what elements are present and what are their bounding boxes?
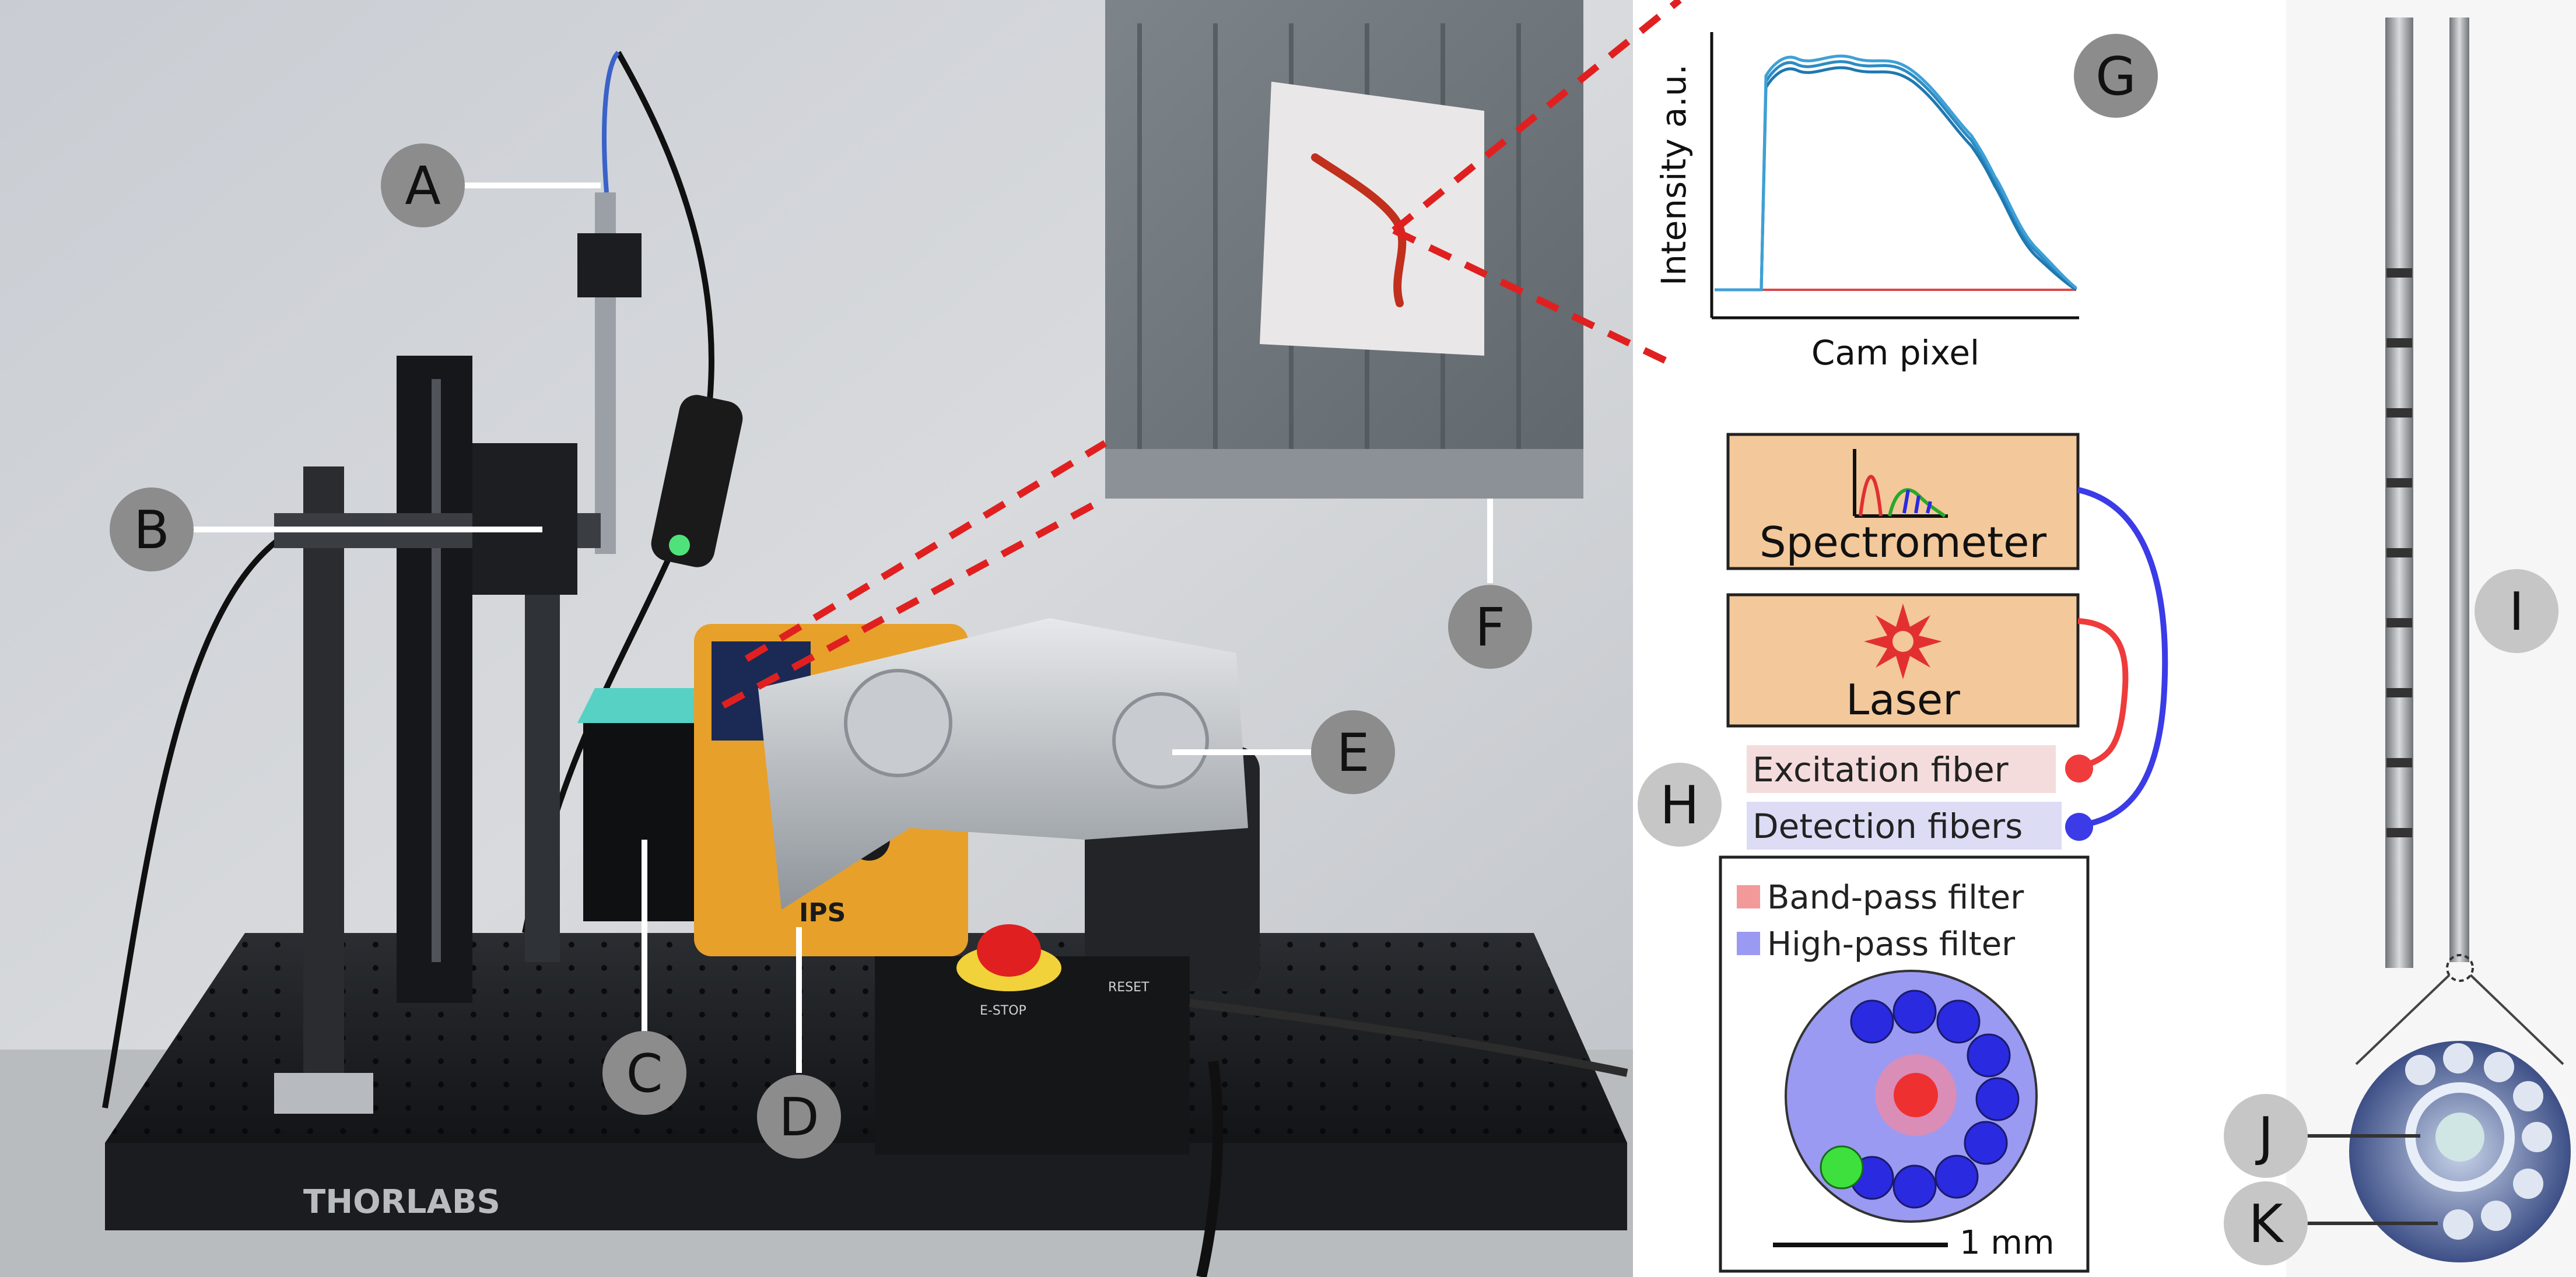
plot-y-label: Intensity a.u. xyxy=(1654,64,1694,286)
zoom-line-4 xyxy=(1392,227,1681,371)
spectrum-icon xyxy=(1853,449,1948,518)
post-left-base xyxy=(274,1073,373,1114)
label-d-text: D xyxy=(779,1087,819,1148)
detection-fiber-line xyxy=(2077,487,2168,828)
sample-inset-bottom xyxy=(1105,449,1583,499)
tip-ring-inner xyxy=(2435,1113,2484,1162)
label-k-text: K xyxy=(2248,1194,2284,1255)
probe-face-diagram xyxy=(1785,970,2038,1223)
label-j-text: J xyxy=(2255,1106,2274,1167)
label-g-text: G xyxy=(2095,46,2136,107)
zoom-line-3 xyxy=(1392,0,1682,233)
label-a-text: A xyxy=(405,156,441,217)
connector-cable xyxy=(1189,999,1628,1077)
blue-fiber xyxy=(602,51,621,193)
label-marker-j: J xyxy=(2224,1094,2308,1178)
laser-burst-icon xyxy=(1864,604,1942,679)
needle-tip-marker xyxy=(2446,954,2474,982)
spectrum-plot: Intensity a.u. Cam pixel xyxy=(1654,32,2079,373)
needle-markings xyxy=(2386,268,2412,837)
system-schematic: Spectrometer Laser Excitation fiber Dete… xyxy=(1719,433,2168,1273)
label-f-text: F xyxy=(1475,597,1505,658)
camera-mount xyxy=(472,443,577,595)
label-marker-f: F xyxy=(1448,585,1532,669)
detection-fibers-label: Detection fibers xyxy=(1753,806,2023,846)
zoom-line-left xyxy=(2355,974,2451,1065)
alignment-fiber-core xyxy=(1820,1145,1864,1190)
setup-photo: THORLABS IPS E-STOP xyxy=(0,0,1682,1277)
label-e-text: E xyxy=(1337,722,1370,784)
label-marker-k: K xyxy=(2224,1181,2308,1265)
spectrometer-label: Spectrometer xyxy=(1760,518,2047,567)
robot-joint-1 xyxy=(844,669,952,777)
controller-logo-text: IPS xyxy=(799,898,846,928)
estop-box xyxy=(875,956,1190,1155)
label-h-text: H xyxy=(1660,775,1699,836)
post-left xyxy=(303,466,344,1108)
excitation-fiber-line xyxy=(2077,618,2129,770)
post-right xyxy=(525,554,560,962)
estop-text: E-STOP xyxy=(980,1004,1026,1018)
label-marker-g: G xyxy=(2074,34,2158,118)
excitation-fiber-dot xyxy=(2065,755,2093,783)
spectrometer-box xyxy=(1726,433,2080,570)
plot-x-label: Cam pixel xyxy=(1811,333,1979,373)
zoom-line-right xyxy=(2469,974,2564,1065)
label-marker-e: E xyxy=(1311,710,1395,794)
tip-detection-fibers xyxy=(2405,1043,2552,1240)
laser-label: Laser xyxy=(1846,675,1960,724)
excitation-core xyxy=(1894,1073,1938,1117)
band-pass-label: Band-pass filter xyxy=(1767,879,2024,917)
optical-table-edge xyxy=(105,1143,1627,1230)
tissue-sample xyxy=(1311,153,1407,307)
zoom-line-1 xyxy=(744,440,1107,662)
needle-shaft xyxy=(2385,17,2413,968)
excitation-fiber-highlight xyxy=(1747,745,2056,793)
bottom-cable xyxy=(1196,1060,1224,1277)
laser-module xyxy=(651,395,743,567)
detection-fiber-cores xyxy=(1850,990,2020,1209)
reset-text: RESET xyxy=(1108,980,1149,995)
high-pass-label: High-pass filter xyxy=(1767,925,2016,963)
robot-joint-2 xyxy=(1112,692,1209,789)
estop-button xyxy=(977,924,1041,977)
laser-aperture xyxy=(669,535,690,556)
detection-fibers-highlight xyxy=(1747,802,2062,850)
label-marker-d: D xyxy=(757,1075,841,1159)
band-pass-swatch xyxy=(1737,885,1760,908)
high-pass-swatch xyxy=(1737,932,1760,955)
needle-shaft-right xyxy=(2449,17,2469,962)
detection-fibers-dot xyxy=(2065,813,2093,841)
excitation-fiber-label: Excitation fiber xyxy=(1753,750,2009,790)
spectrum-traces xyxy=(1715,54,2077,292)
fiber-holder-clamp xyxy=(577,233,642,297)
scale-label: 1 mm xyxy=(1960,1224,2055,1262)
zoom-line-2 xyxy=(721,495,1107,709)
label-b-text: B xyxy=(134,500,170,561)
tissue-paper xyxy=(1260,82,1484,356)
label-marker-a: A xyxy=(381,143,465,227)
label-marker-h: H xyxy=(1638,763,1722,847)
label-i-text: I xyxy=(2509,581,2525,643)
label-marker-c: C xyxy=(602,1031,686,1115)
table-brand-text: THORLABS xyxy=(303,1183,500,1221)
label-marker-b: B xyxy=(110,487,194,571)
label-marker-i: I xyxy=(2475,569,2559,653)
vertical-rail-scale xyxy=(432,379,441,962)
fiber-cable-left xyxy=(102,522,305,1108)
label-c-text: C xyxy=(626,1043,663,1104)
